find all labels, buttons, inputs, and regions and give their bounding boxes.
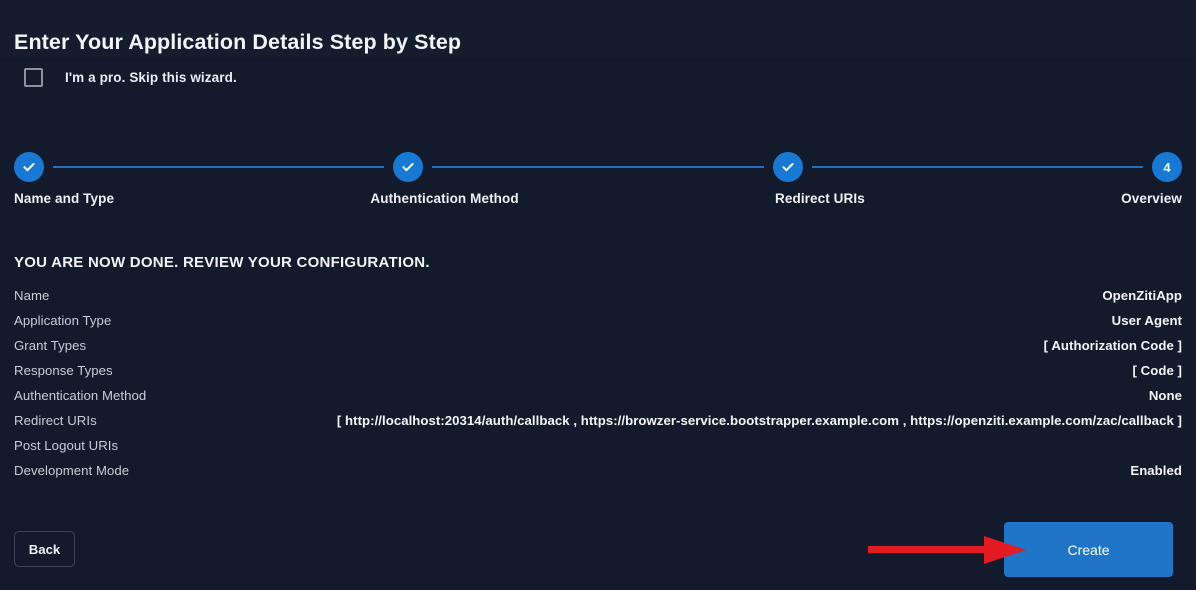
- summary-value: None: [1148, 388, 1182, 403]
- check-icon: [402, 163, 414, 172]
- summary-row-post-logout-uris: Post Logout URIs: [14, 438, 1182, 463]
- create-button[interactable]: Create: [1004, 522, 1173, 577]
- skip-wizard-row[interactable]: I'm a pro. Skip this wizard.: [24, 68, 237, 87]
- step-connector-3: [811, 165, 1143, 169]
- summary-row-grant-types: Grant Types [ Authorization Code ]: [14, 338, 1182, 363]
- summary-label: Name: [14, 288, 50, 303]
- summary-row-authentication-method: Authentication Method None: [14, 388, 1182, 413]
- summary-label: Development Mode: [14, 463, 130, 478]
- skip-wizard-checkbox[interactable]: [24, 68, 43, 87]
- check-icon: [23, 163, 35, 172]
- summary-label: Grant Types: [14, 338, 87, 353]
- step-node-overview[interactable]: 4: [1151, 152, 1182, 182]
- step-node-name-and-type[interactable]: [14, 152, 44, 182]
- step-node-redirect-uris[interactable]: [772, 152, 803, 182]
- summary-label: Redirect URIs: [14, 413, 97, 428]
- summary-label: Authentication Method: [14, 388, 147, 403]
- wizard-stepper: 4 Name and Type Authentication Method Re…: [14, 152, 1182, 206]
- summary-label: Application Type: [14, 313, 112, 328]
- skip-wizard-label: I'm a pro. Skip this wizard.: [65, 70, 237, 85]
- summary-row-development-mode: Development Mode Enabled: [14, 463, 1182, 488]
- header-band: [0, 0, 1196, 58]
- step-node-authentication-method[interactable]: [393, 152, 424, 182]
- summary-row-redirect-uris: Redirect URIs [ http://localhost:20314/a…: [14, 413, 1182, 438]
- summary-row-response-types: Response Types [ Code ]: [14, 363, 1182, 388]
- page-title: Enter Your Application Details Step by S…: [14, 30, 462, 55]
- stepper-track: 4: [14, 152, 1182, 182]
- summary-row-name: Name OpenZitiApp: [14, 288, 1182, 313]
- step-number: 4: [1163, 159, 1171, 175]
- summary-value: [ Code ]: [1132, 363, 1182, 378]
- step-connector-1: [53, 165, 385, 169]
- back-button[interactable]: Back: [14, 531, 75, 567]
- step-label-name-and-type: Name and Type: [14, 191, 115, 206]
- step-label-authentication-method: Authentication Method: [370, 191, 519, 206]
- summary-label: Response Types: [14, 363, 113, 378]
- summary-row-application-type: Application Type User Agent: [14, 313, 1182, 338]
- configuration-summary: Name OpenZitiApp Application Type User A…: [14, 288, 1182, 488]
- check-icon: [782, 163, 794, 172]
- review-heading: YOU ARE NOW DONE. REVIEW YOUR CONFIGURAT…: [14, 254, 430, 271]
- step-label-overview: Overview: [1121, 191, 1182, 206]
- summary-value: OpenZitiApp: [1102, 288, 1182, 303]
- summary-label: Post Logout URIs: [14, 438, 119, 453]
- stepper-labels: Name and Type Authentication Method Redi…: [14, 191, 1182, 206]
- summary-value: User Agent: [1111, 313, 1182, 328]
- step-connector-2: [432, 165, 764, 169]
- summary-value: [ http://localhost:20314/auth/callback ,…: [336, 413, 1182, 428]
- summary-value: Enabled: [1130, 463, 1182, 478]
- summary-value: [ Authorization Code ]: [1043, 338, 1182, 353]
- step-label-redirect-uris: Redirect URIs: [775, 191, 865, 206]
